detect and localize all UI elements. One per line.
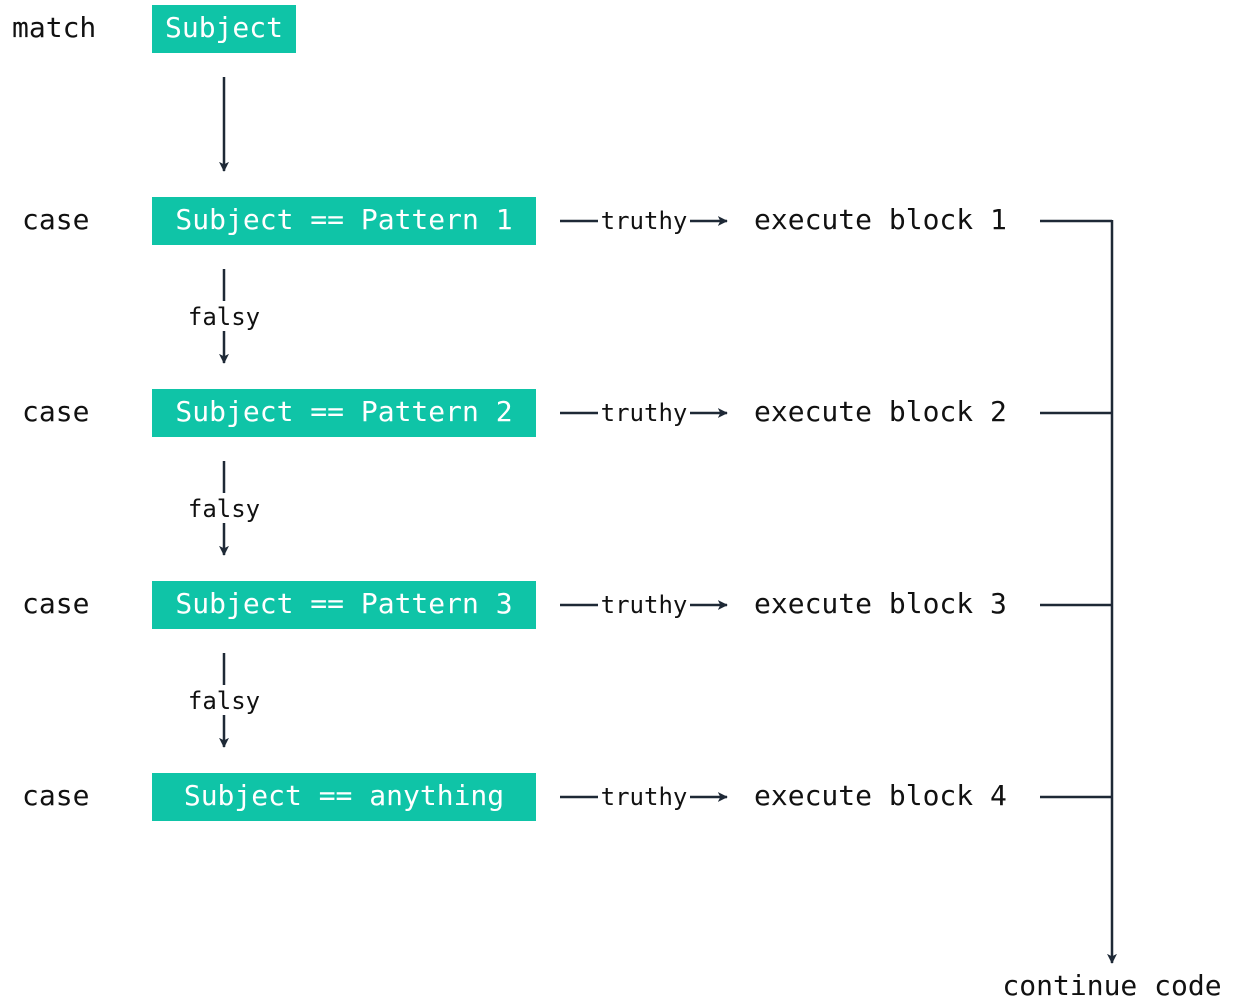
condition-box (152, 197, 536, 245)
condition-box (152, 389, 536, 437)
match-keyword: match (12, 11, 96, 44)
truthy-label: truthy (601, 399, 688, 427)
action-label: execute block 2 (754, 395, 1007, 428)
condition-label: Subject == Pattern 2 (175, 395, 512, 428)
edge-label-bg (184, 493, 264, 523)
falsy-label: falsy (188, 495, 260, 523)
truthy-label: truthy (601, 207, 688, 235)
truthy-label: truthy (601, 783, 688, 811)
case-keyword: case (22, 203, 89, 236)
subject-box (152, 5, 296, 53)
falsy-label: falsy (188, 687, 260, 715)
edge-label-bg (598, 782, 690, 812)
case-keyword: case (22, 395, 89, 428)
condition-label: Subject == Pattern 1 (175, 203, 512, 236)
edge-label-bg (598, 590, 690, 620)
condition-box (152, 581, 536, 629)
continue-code-label: continue code (1002, 969, 1221, 1002)
case-keyword: case (22, 779, 89, 812)
condition-label: Subject == anything (184, 779, 504, 812)
condition-label: Subject == Pattern 3 (175, 587, 512, 620)
subject-label: Subject (165, 11, 283, 44)
edge-label-bg (598, 398, 690, 428)
condition-box (152, 773, 536, 821)
truthy-label: truthy (601, 591, 688, 619)
action-label: execute block 4 (754, 779, 1007, 812)
edge-label-bg (184, 301, 264, 331)
edge-label-bg (598, 206, 690, 236)
case-keyword: case (22, 587, 89, 620)
falsy-label: falsy (188, 303, 260, 331)
action-label: execute block 3 (754, 587, 1007, 620)
action-label: execute block 1 (754, 203, 1007, 236)
edge-label-bg (184, 685, 264, 715)
